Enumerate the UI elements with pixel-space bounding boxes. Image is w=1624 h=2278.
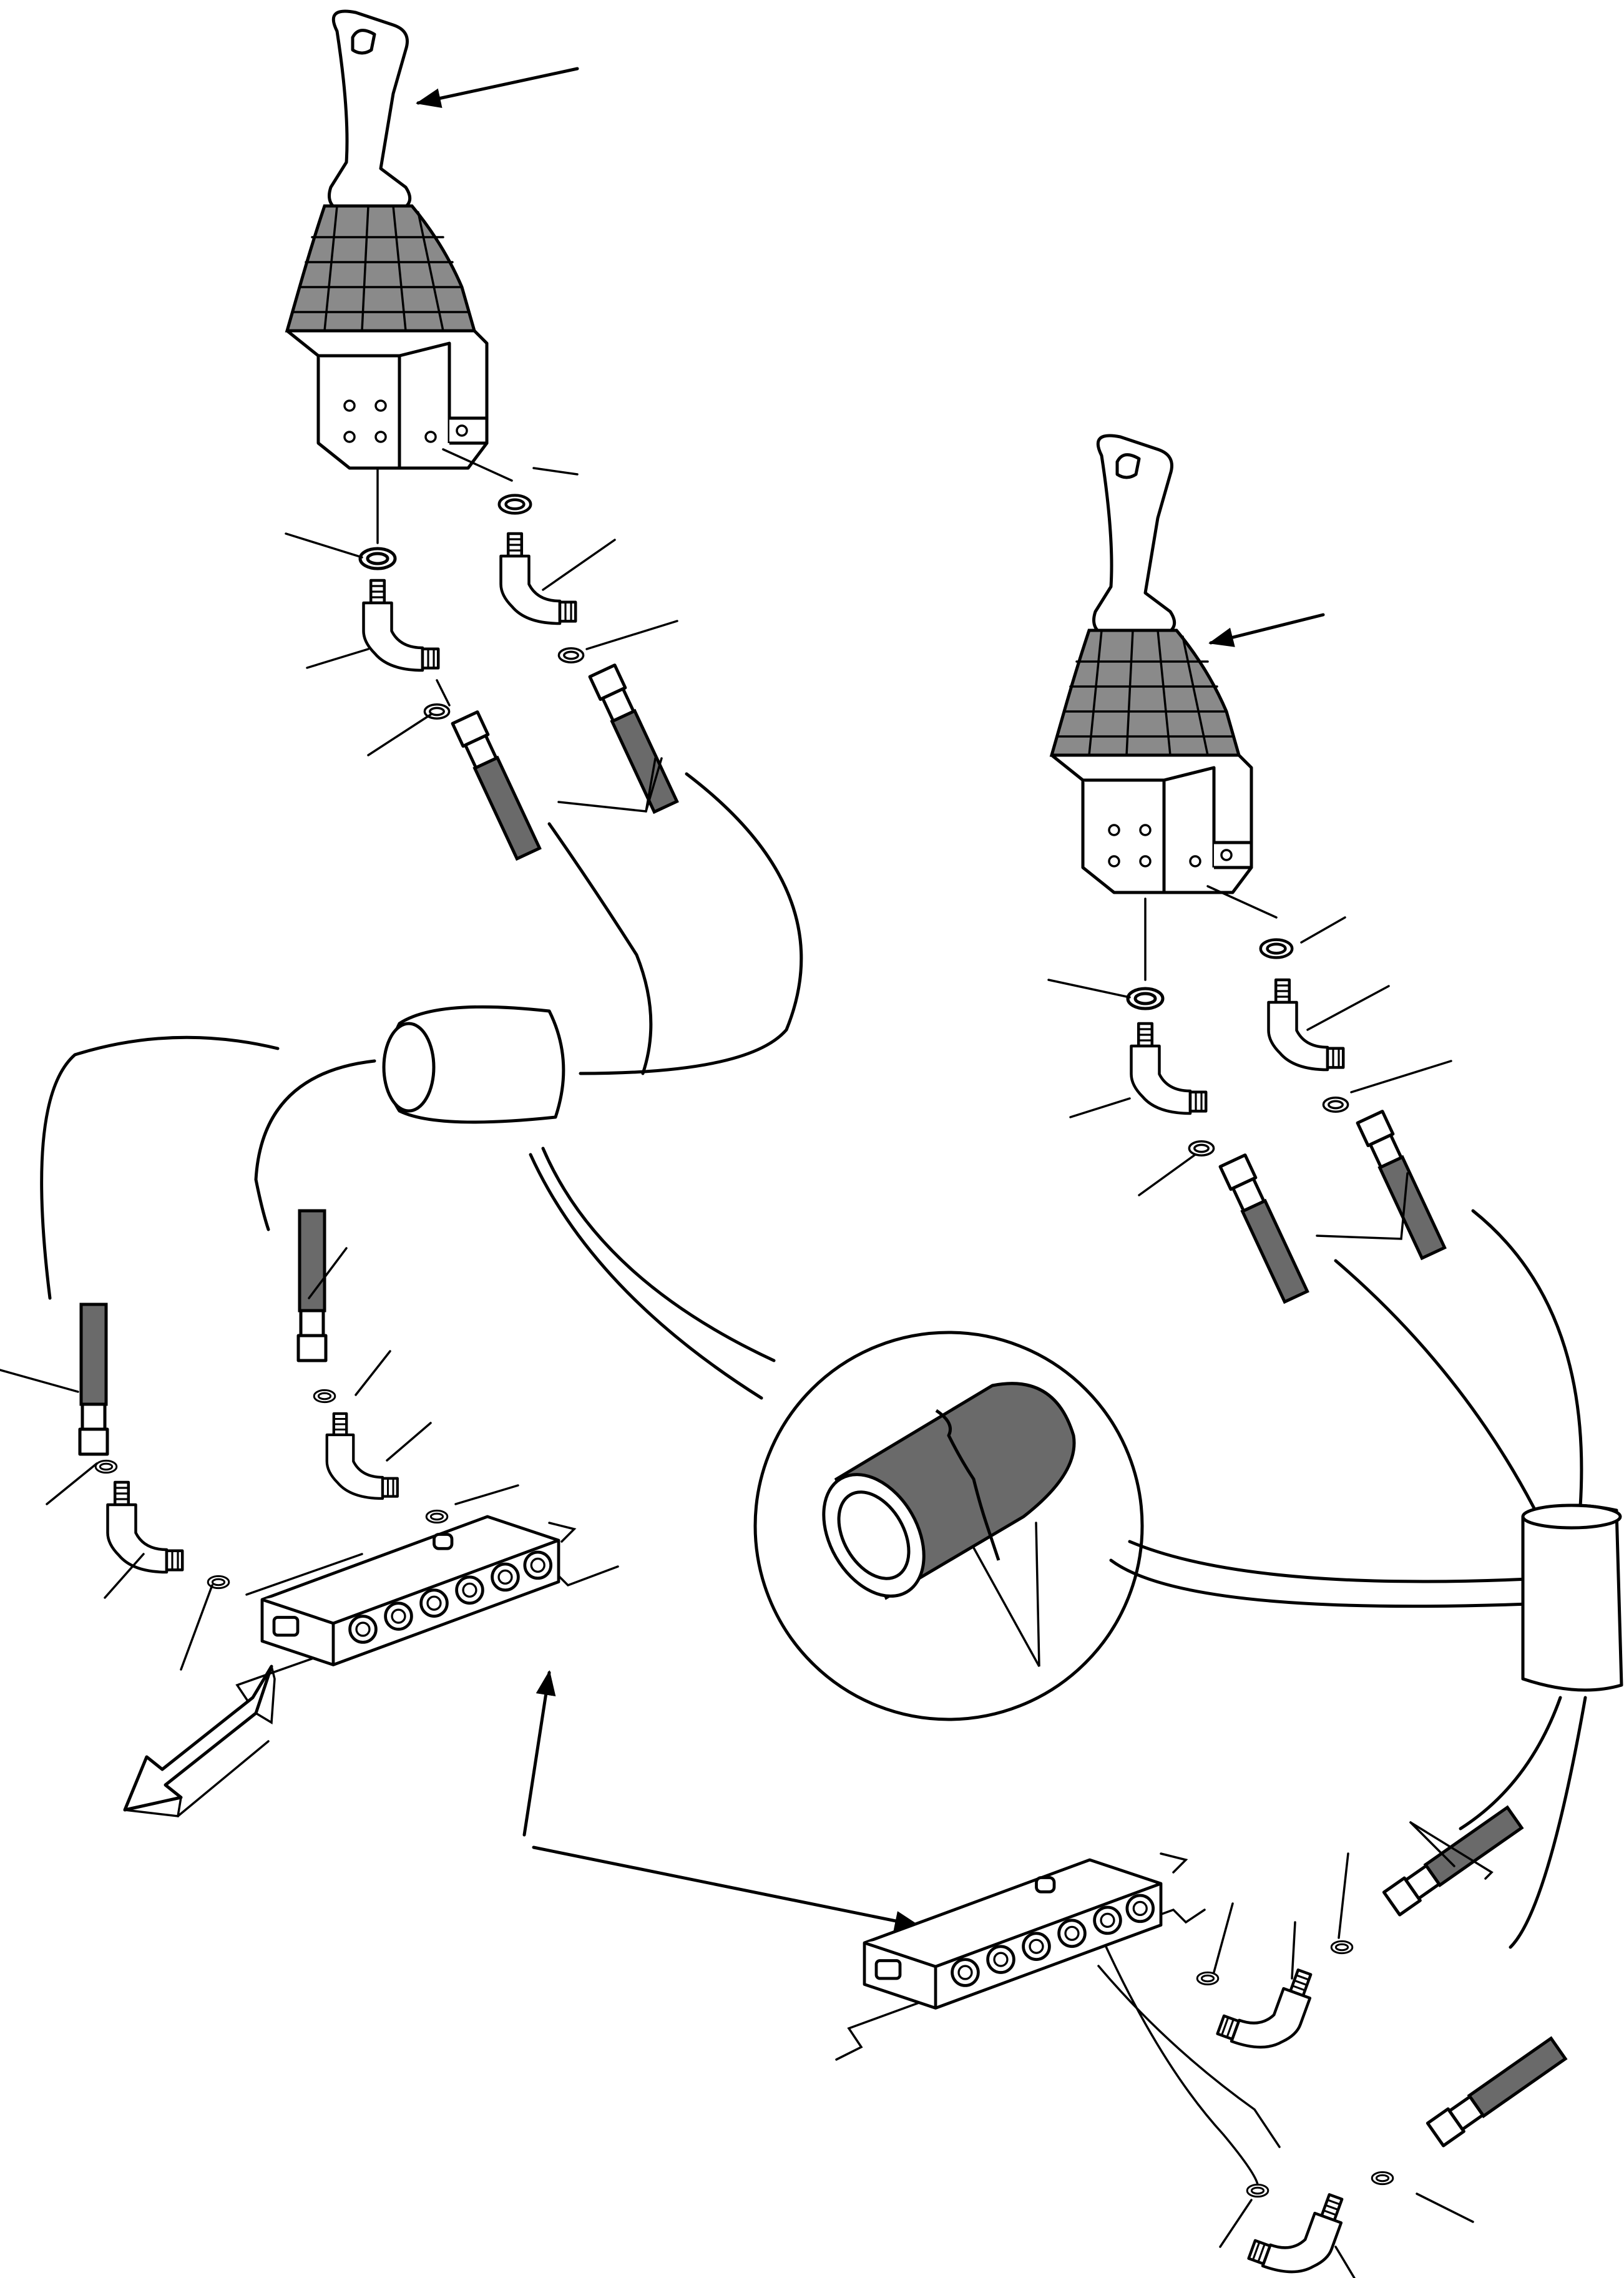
hose-left-3 (40, 1035, 280, 1300)
right-joystick (1052, 436, 1251, 892)
direction-arrow (123, 1665, 276, 1817)
left-fittings-lower (80, 1211, 449, 1590)
hose-detail-circle (753, 1331, 1144, 1721)
hose-right-3 (1459, 1696, 1562, 1831)
pointer-arrow-right-joystick (1208, 613, 1325, 647)
hose-left-5 (529, 1153, 763, 1400)
leader-lines-right-lower (1091, 1821, 1494, 2278)
right-fittings-upper (1128, 885, 1445, 1303)
right-fittings-lower (1196, 1806, 1566, 2278)
arrow-to-left-valve (522, 1670, 556, 1837)
hose-left-6 (541, 1146, 776, 1362)
leader-lines-left-upper (285, 467, 678, 813)
right-sleeve (1521, 1503, 1623, 1692)
left-sleeve (382, 1005, 565, 1124)
hose-right-1 (1334, 1259, 1543, 1525)
arrow-to-right-valve (532, 1845, 920, 1931)
hose-right-4 (1509, 1696, 1587, 1949)
pointer-arrow-left-joystick (416, 67, 579, 109)
leader-lines-right-upper (1047, 916, 1452, 1240)
hose-mid-1 (1109, 1558, 1531, 1608)
left-joystick (287, 11, 487, 468)
hose-left-4 (254, 1059, 376, 1231)
left-valve-block (230, 1517, 619, 1718)
right-valve-block (835, 1852, 1206, 2061)
leader-lines-left-lower (0, 1247, 519, 1671)
hose-mid-2 (1128, 1540, 1531, 1583)
hose-left-1 (547, 822, 653, 1075)
hose-left-2 (579, 772, 803, 1075)
left-fittings-upper (360, 448, 678, 859)
hose-right-2 (1471, 1209, 1583, 1525)
